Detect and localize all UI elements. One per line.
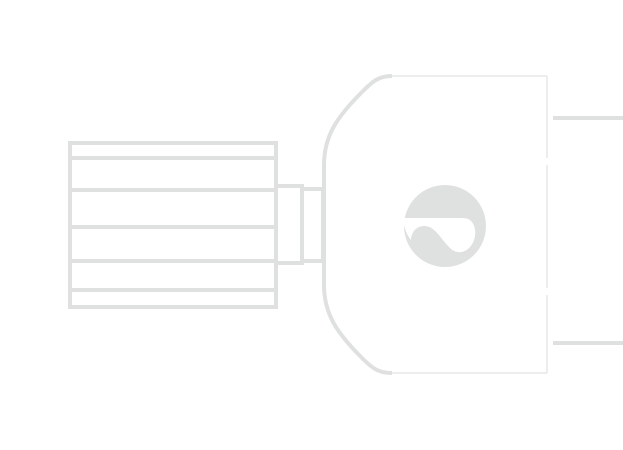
plug-body-outline: [322, 74, 393, 375]
collar: [274, 184, 304, 265]
cable-grip: [68, 141, 278, 309]
neck: [300, 187, 325, 263]
wave-circle-logo-icon: [402, 185, 486, 267]
